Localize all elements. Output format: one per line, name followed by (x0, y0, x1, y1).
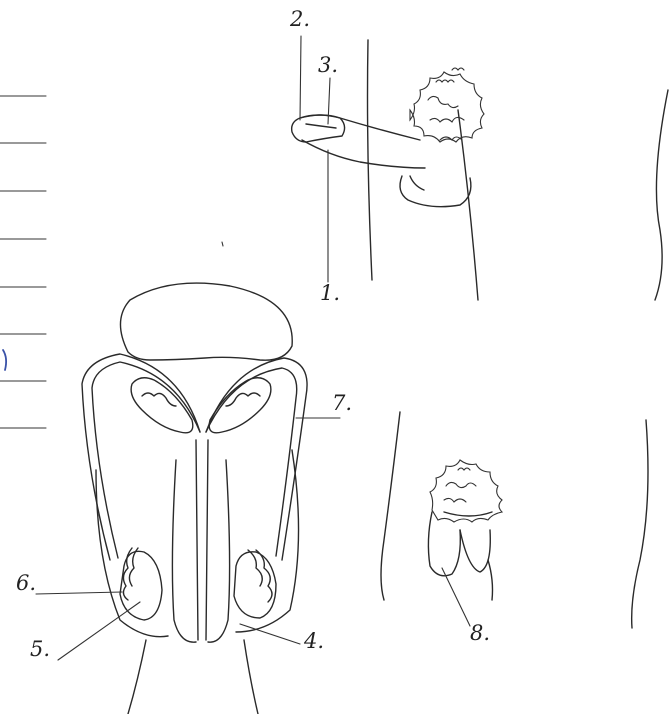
body-front-outline (368, 40, 373, 280)
pubic-line (444, 512, 492, 516)
vas-deferens-right-inner (206, 368, 297, 556)
leader-3 (328, 78, 330, 124)
leader-5 (58, 602, 140, 660)
glans-ridge (306, 124, 336, 128)
leg-right-outline (244, 640, 258, 714)
corpus-right (208, 460, 230, 642)
leader-lines (36, 36, 470, 660)
vas-deferens-left-inner (92, 362, 200, 558)
epididymis-right-inner (248, 550, 262, 586)
scrotum-side (400, 176, 471, 207)
answer-lines (0, 96, 46, 428)
front-view-figure (381, 412, 648, 628)
label-1: 1. (320, 281, 340, 305)
buttock-outline (655, 90, 668, 300)
label-3: 3. (318, 53, 338, 77)
scrotum-fold (410, 176, 424, 190)
urethra-left (196, 440, 198, 640)
testis-right (234, 552, 276, 618)
seminal-vesicle-left (131, 378, 193, 433)
label-2: 2. (289, 7, 310, 31)
left-hip-outline (381, 412, 400, 600)
side-view-figure (292, 40, 668, 300)
label-4: 4. (303, 629, 324, 653)
scrotum-right-outline (236, 450, 299, 632)
leader-6 (36, 592, 122, 594)
leg-left-outline (128, 640, 146, 714)
leader-4 (240, 624, 300, 644)
seminal-vesicle-left-fold (142, 393, 176, 406)
pubic-hair (410, 68, 484, 142)
internal-anatomy (82, 283, 307, 714)
vas-deferens-right-outer (206, 358, 307, 560)
shaft-upper (300, 115, 420, 140)
label-6: 6. (16, 571, 36, 595)
labels: 2. 3. 1. 7. 6. 5. 4. 8. (16, 7, 490, 661)
leader-2 (300, 36, 301, 120)
right-hip-outline (632, 420, 648, 628)
scrotum-front (460, 530, 490, 572)
thigh-line (488, 560, 493, 600)
vas-deferens-left-outer (82, 354, 200, 560)
label-7: 7. (332, 391, 352, 415)
bladder (120, 283, 292, 360)
leader-8 (442, 568, 470, 626)
label-8: 8. (470, 621, 490, 645)
pen-mark (3, 350, 6, 370)
shaft-lower (302, 140, 425, 168)
label-5: 5. (30, 637, 50, 661)
urethra-right (206, 440, 208, 640)
corpus-left (172, 460, 196, 642)
stray-mark (222, 242, 223, 246)
